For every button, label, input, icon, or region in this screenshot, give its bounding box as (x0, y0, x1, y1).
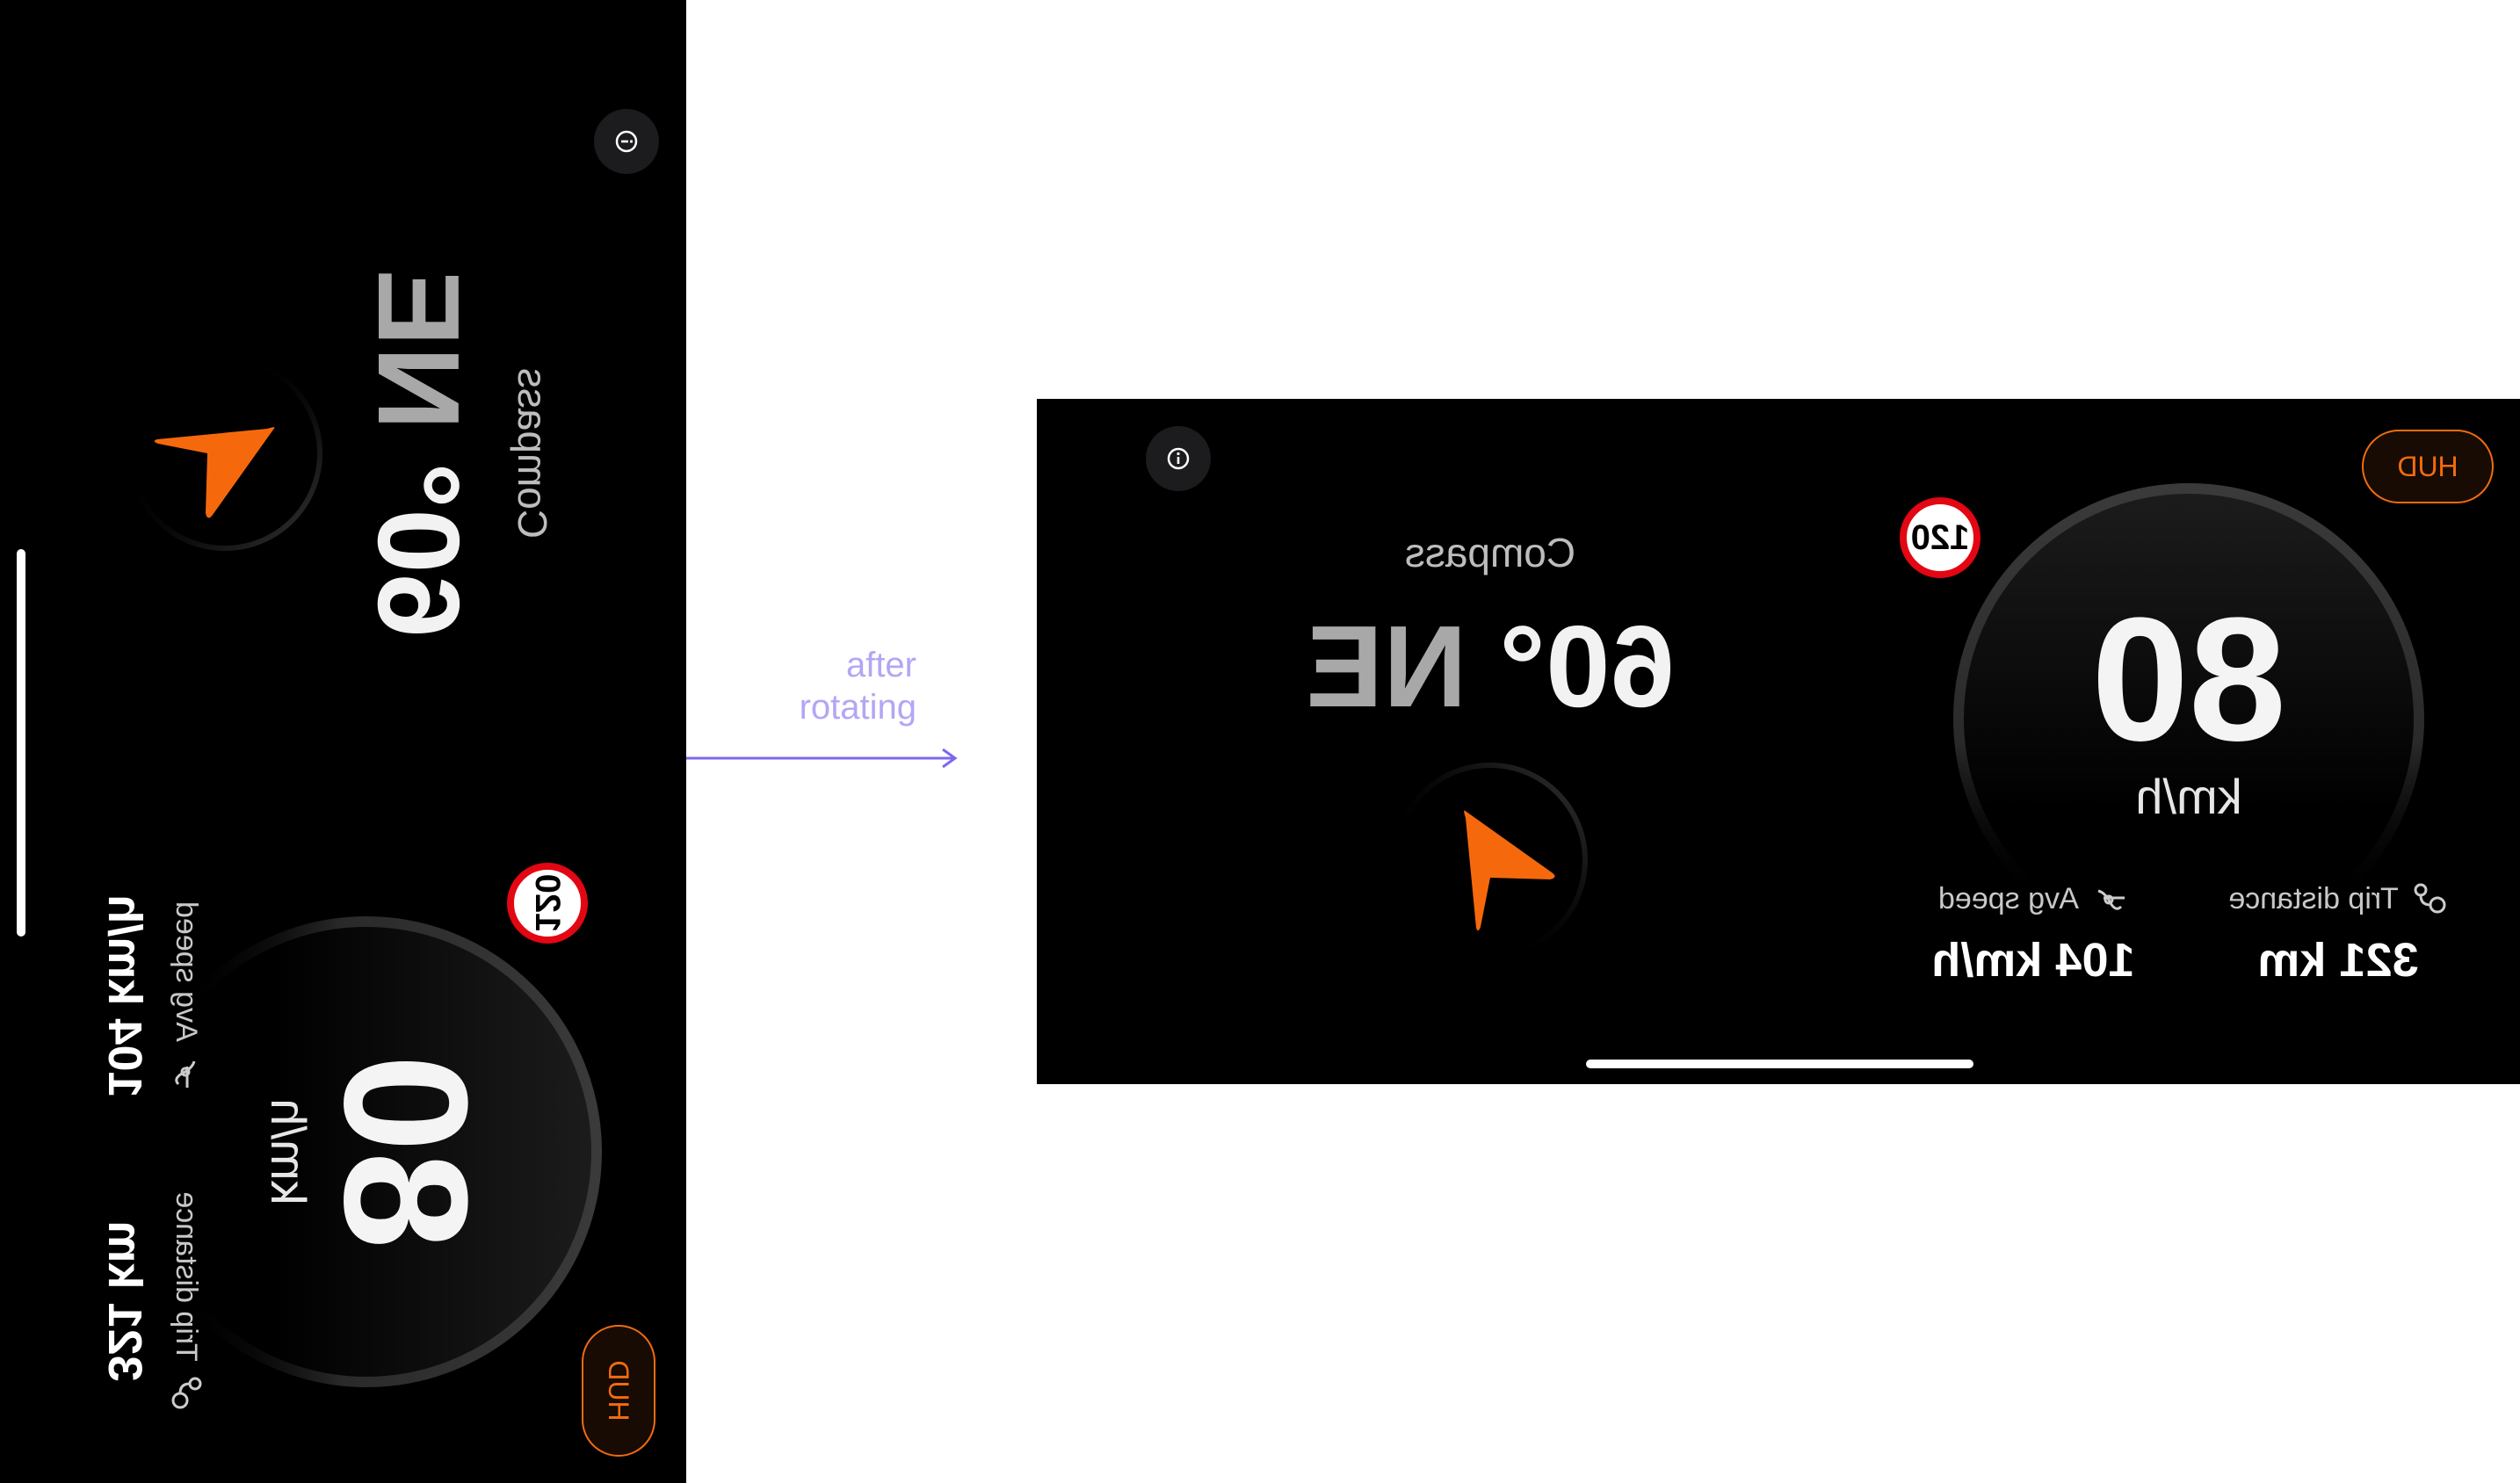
avg-speed-label: Avg speed (1937, 881, 2080, 915)
compass-degrees: 60° (1499, 602, 1675, 731)
home-indicator[interactable] (1586, 1060, 1973, 1068)
compass-direction: NE (353, 269, 483, 430)
trip-distance-label: Trip distance (2228, 881, 2399, 915)
avg-speed-label: Avg speed (170, 901, 203, 1043)
info-button[interactable] (1146, 426, 1211, 491)
speed-unit: km/h (2135, 769, 2242, 824)
compass-heading: 60° NE (353, 190, 483, 717)
compass-direction: NE (1306, 602, 1467, 731)
info-icon (1167, 447, 1190, 470)
speed-unit: km/h (260, 1098, 316, 1205)
compass-dial (1393, 763, 1588, 958)
speed-icon (2097, 889, 2125, 910)
speed-icon (174, 1060, 195, 1089)
dashboard: HUD 80 km/h 120 Compass 60° NE Trip dist… (1037, 399, 2520, 1084)
dashboard: HUD 80 km/h 120 Compass 60° NE Trip dist… (0, 0, 686, 1483)
rotation-caption: after rotating (741, 644, 916, 728)
info-icon (615, 130, 637, 153)
landscape-phone-screen: HUD 80 km/h 120 Compass 60° NE Trip dist… (1037, 399, 2520, 1084)
route-icon (2414, 883, 2446, 914)
trip-distance-value: 321 km (98, 1220, 151, 1382)
stat-trip-distance: Trip distance 321 km (98, 1169, 205, 1433)
speed-limit-value: 120 (1910, 517, 1970, 557)
route-icon (171, 1377, 201, 1409)
compass-dial (127, 356, 322, 551)
speed-limit-sign: 120 (1900, 497, 1981, 578)
compass-heading: 60° NE (1227, 602, 1754, 731)
stat-trip-distance: Trip distance 321 km (2206, 880, 2470, 987)
home-indicator[interactable] (16, 549, 25, 937)
avg-speed-value: 104 km/h (1931, 934, 2135, 987)
speed-limit-sign: 120 (506, 863, 588, 944)
speed-limit-value: 120 (528, 873, 567, 933)
navigation-arrow-icon (1464, 810, 1555, 931)
speed-value: 80 (2090, 582, 2287, 778)
info-button[interactable] (593, 109, 659, 174)
caption-line-2: rotating (799, 688, 916, 727)
portrait-phone-screen: HUD 80 km/h 120 Compass 60° NE Trip dist… (0, 0, 686, 1483)
avg-speed-value: 104 km/h (98, 894, 151, 1098)
speed-gauge-ring (1953, 483, 2424, 954)
speed-value: 80 (307, 1053, 503, 1250)
stat-avg-speed: Avg speed 104 km/h (98, 864, 205, 1128)
hud-label: HUD (2397, 450, 2458, 482)
compass-label: Compass (509, 367, 555, 539)
caption-line-1: after (845, 646, 916, 684)
compass-label: Compass (1404, 530, 1576, 575)
trip-distance-value: 321 km (2257, 934, 2419, 987)
stat-avg-speed: Avg speed 104 km/h (1901, 880, 2165, 987)
speed-gauge-ring (130, 916, 602, 1387)
right-arrow-icon (686, 748, 958, 769)
hud-label: HUD (603, 1360, 634, 1422)
trip-distance-label: Trip distance (170, 1191, 203, 1362)
compass-degrees: 60° (353, 462, 483, 638)
navigation-arrow-icon (154, 427, 274, 518)
